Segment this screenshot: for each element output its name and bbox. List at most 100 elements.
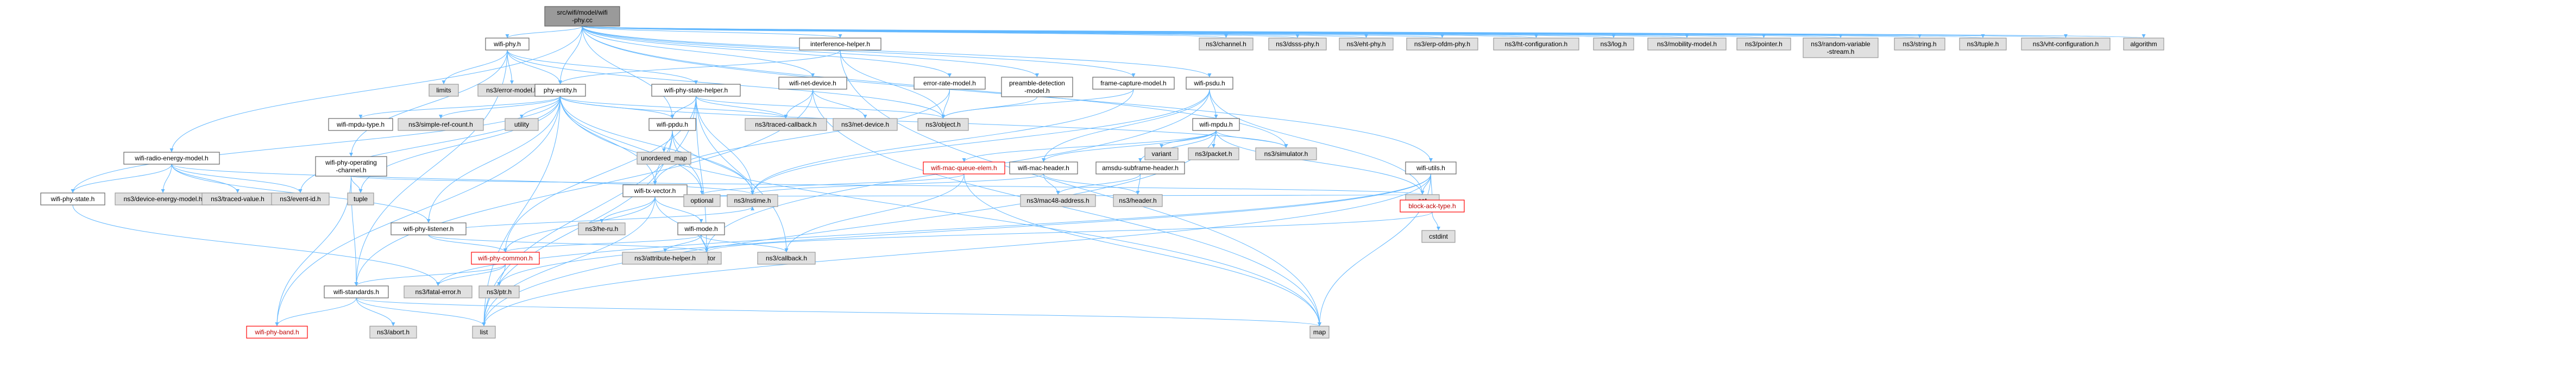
edge-wifi-phy-listener-h-to-vector — [428, 234, 709, 253]
node-wifi-utils-h[interactable]: wifi-utils.h — [1405, 161, 1457, 174]
node-frame-capture-model-h[interactable]: frame-capture-model.h — [1092, 77, 1175, 90]
node-preamble-detection-model-h[interactable]: preamble-detection-model.h — [1001, 77, 1073, 97]
node-box — [833, 118, 898, 131]
node-label: -model.h — [1024, 87, 1050, 95]
node-label: wifi-phy-operating — [325, 159, 377, 166]
node-label: ns3/channel.h — [1206, 40, 1246, 48]
node-box — [1593, 38, 1634, 51]
node-box — [2021, 38, 2111, 51]
node-box — [622, 184, 688, 197]
node-label: wifi-psdu.h — [1193, 79, 1225, 87]
node-variant: variant — [1144, 147, 1179, 160]
edge-phy-entity-h-to-map — [560, 96, 1321, 327]
node-wifi-tx-vector-h[interactable]: wifi-tx-vector.h — [622, 184, 688, 197]
node-label: ns3/mac48-address.h — [1026, 197, 1089, 204]
node-label: wifi-mpdu-type.h — [336, 121, 385, 128]
node-wifi-net-device-h[interactable]: wifi-net-device.h — [778, 77, 847, 90]
node-box — [1309, 326, 1330, 339]
node-label: variant — [1151, 150, 1172, 158]
node-box — [391, 222, 467, 235]
edge-wifi-psdu-h-to-ns3-nstime-h — [751, 89, 1210, 195]
node-wifi-standards-h[interactable]: wifi-standards.h — [324, 285, 389, 298]
node-phy-entity-h[interactable]: phy-entity.h — [534, 84, 586, 97]
edge-phy-entity-h-to-ns3-traced-callback-h — [560, 96, 788, 119]
node-box — [1406, 38, 1478, 51]
node-label: wifi-standards.h — [333, 288, 379, 296]
node-box — [1803, 38, 1879, 58]
node-label: unordered_map — [641, 154, 687, 162]
edge-root-to-frame-capture-model-h — [582, 26, 1136, 78]
node-label: -channel.h — [336, 166, 366, 174]
node-ns3-packet-h: ns3/packet.h — [1188, 147, 1239, 160]
edge-wifi-standards-h-to-map — [356, 297, 1321, 327]
node-box — [2123, 38, 2164, 51]
edge-wifi-mode-h-to-ns3-callback-h — [701, 234, 789, 253]
edge-wifi-mode-h-to-wifi-phy-common-h — [503, 234, 702, 253]
node-ns3-attribute-helper-h: ns3/attribute-helper.h — [622, 252, 708, 265]
node-wifi-phy-state-h[interactable]: wifi-phy-state.h — [40, 192, 105, 205]
node-label: wifi-phy-band.h — [254, 328, 299, 336]
edge-wifi-psdu-h-to-wifi-mpdu-h — [1209, 89, 1218, 119]
edge-wifi-phy-state-helper-h-to-ns3-callback-h — [696, 96, 789, 253]
node-wifi-mpdu-type-h[interactable]: wifi-mpdu-type.h — [328, 118, 393, 131]
edge-wifi-radio-energy-model-h-to-ns3-event-id-h — [171, 164, 303, 194]
node-wifi-phy-operating-channel-h[interactable]: wifi-phy-operating-channel.h — [315, 156, 387, 177]
node-ns3-mobility-model-h: ns3/mobility-model.h — [1647, 38, 1727, 51]
node-label: wifi-phy.h — [493, 40, 521, 48]
node-label: wifi-tx-vector.h — [634, 187, 676, 195]
node-label: ns3/string.h — [1903, 40, 1936, 48]
node-error-rate-model-h[interactable]: error-rate-model.h — [914, 77, 986, 90]
node-box — [1092, 77, 1175, 90]
node-box — [347, 192, 374, 205]
node-ns3-simple-ref-count-h: ns3/simple-ref-count.h — [398, 118, 484, 131]
node-wifi-phy-h[interactable]: wifi-phy.h — [485, 38, 530, 51]
node-wifi-ppdu-h[interactable]: wifi-ppdu.h — [648, 118, 696, 131]
edge-wifi-phy-h-to-phy-entity-h — [507, 49, 562, 85]
node-box — [398, 118, 484, 131]
node-root[interactable]: src/wifi/model/wifi-phy.cc — [544, 6, 620, 27]
node-label: ns3/callback.h — [766, 254, 807, 262]
node-label: wifi-utils.h — [1416, 164, 1445, 172]
edge-phy-entity-h-to-wifi-tx-vector-h — [560, 96, 657, 185]
node-label: phy-entity.h — [544, 86, 577, 94]
node-box — [1405, 161, 1457, 174]
node-wifi-radio-energy-model-h[interactable]: wifi-radio-energy-model.h — [123, 152, 220, 165]
node-wifi-mpdu-h[interactable]: wifi-mpdu.h — [1192, 118, 1240, 131]
node-box — [914, 77, 986, 90]
node-box — [1009, 161, 1078, 174]
node-box — [478, 285, 520, 298]
node-amsdu-subframe-header-h[interactable]: amsdu-subframe-header.h — [1095, 161, 1185, 174]
node-ns3-simulator-h: ns3/simulator.h — [1255, 147, 1317, 160]
node-wifi-mac-header-h[interactable]: wifi-mac-header.h — [1009, 161, 1078, 174]
node-box — [578, 222, 626, 235]
node-box — [369, 326, 417, 339]
node-label: -stream.h — [1827, 48, 1855, 55]
edge-wifi-standards-h-to-wifi-phy-band-h — [275, 297, 357, 327]
node-box — [727, 194, 778, 207]
edge-wifi-phy-state-helper-h-to-wifi-ppdu-h — [670, 96, 696, 119]
node-wifi-phy-band-h[interactable]: wifi-phy-band.h — [246, 326, 308, 339]
edge-root-to-wifi-phy-h — [505, 26, 583, 39]
edge-phy-entity-h-to-wifi-mpdu-type-h — [358, 96, 560, 119]
node-label: wifi-net-device.h — [789, 79, 836, 87]
node-label: ns3/mobility-model.h — [1657, 40, 1717, 48]
node-wifi-mode-h[interactable]: wifi-mode.h — [677, 222, 725, 235]
edge-wifi-radio-energy-model-h-to-ns3-nstime-h — [171, 164, 754, 195]
node-wifi-psdu-h[interactable]: wifi-psdu.h — [1186, 77, 1233, 90]
node-wifi-mac-queue-elem-h[interactable]: wifi-mac-queue-elem.h — [923, 161, 1005, 174]
edge-wifi-radio-energy-model-h-to-ns3-traced-value-h — [171, 164, 240, 194]
node-wifi-phy-common-h[interactable]: wifi-phy-common.h — [471, 252, 540, 265]
node-ns3-object-h: ns3/object.h — [917, 118, 969, 131]
node-label: interference-helper.h — [810, 40, 870, 48]
node-box — [40, 192, 105, 205]
node-block-ack-type-h[interactable]: block-ack-type.h — [1400, 200, 1465, 213]
edge-root-to-phy-entity-h — [558, 26, 583, 85]
node-box — [324, 285, 389, 298]
node-wifi-phy-listener-h[interactable]: wifi-phy-listener.h — [391, 222, 467, 235]
node-ns3-vht-configuration-h: ns3/vht-configuration.h — [2021, 38, 2111, 51]
node-interference-helper-h[interactable]: interference-helper.h — [799, 38, 881, 51]
node-label: optional — [690, 197, 713, 204]
node-wifi-phy-state-helper-h[interactable]: wifi-phy-state-helper.h — [651, 84, 741, 97]
node-label: map — [1313, 328, 1326, 336]
edge-root-to-algorithm — [582, 26, 2145, 39]
